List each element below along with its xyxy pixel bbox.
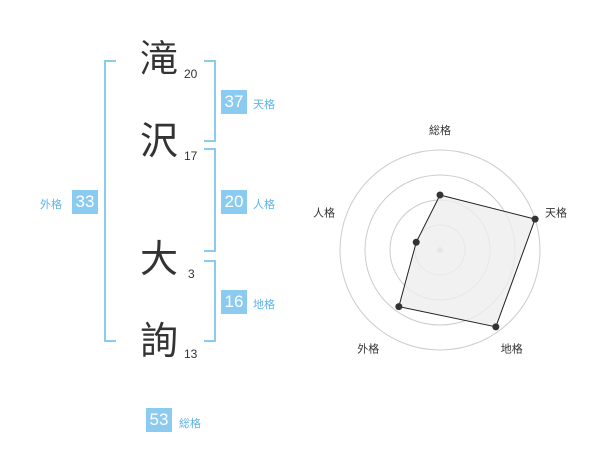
stroke-count-1: 20 bbox=[184, 67, 198, 81]
jin-kaku-label: 人格 bbox=[253, 198, 275, 211]
radar-point bbox=[492, 323, 500, 331]
radar-point bbox=[436, 191, 444, 199]
radar-axis-label: 地格 bbox=[501, 342, 523, 356]
name-char-4: 詢 bbox=[140, 319, 179, 363]
name-char-1: 滝 bbox=[140, 37, 179, 81]
sou-kaku-value: 53 bbox=[146, 408, 172, 432]
radar-point bbox=[395, 303, 403, 311]
radar-series-polygon bbox=[398, 194, 536, 328]
jin-kaku-bracket bbox=[204, 148, 216, 252]
stroke-count-3: 3 bbox=[188, 267, 195, 281]
radar-axis-label: 総格 bbox=[429, 123, 451, 137]
name-char-2: 沢 bbox=[140, 119, 179, 163]
stroke-count-4: 13 bbox=[184, 347, 198, 361]
gai-kaku-label: 外格 bbox=[40, 198, 62, 211]
ten-kaku-value: 37 bbox=[221, 90, 247, 114]
chi-kaku-label: 地格 bbox=[253, 298, 275, 311]
gai-kaku-value: 33 bbox=[72, 190, 98, 214]
radar-grid-ring bbox=[339, 149, 541, 351]
ten-kaku-bracket bbox=[204, 60, 216, 142]
stroke-count-2: 17 bbox=[184, 149, 198, 163]
radar-axis-label: 外格 bbox=[357, 342, 379, 356]
gai-kaku-bracket bbox=[104, 60, 116, 342]
radar-point bbox=[412, 238, 420, 246]
radar-axis-label: 人格 bbox=[313, 205, 335, 219]
sou-kaku-label: 総格 bbox=[179, 417, 201, 430]
chi-kaku-bracket bbox=[204, 260, 216, 342]
ten-kaku-label: 天格 bbox=[253, 98, 275, 111]
jin-kaku-value: 20 bbox=[221, 190, 247, 214]
radar-axis-label: 天格 bbox=[545, 205, 567, 219]
radar-point bbox=[531, 215, 539, 223]
name-char-3: 大 bbox=[140, 237, 179, 281]
chi-kaku-value: 16 bbox=[221, 290, 247, 314]
